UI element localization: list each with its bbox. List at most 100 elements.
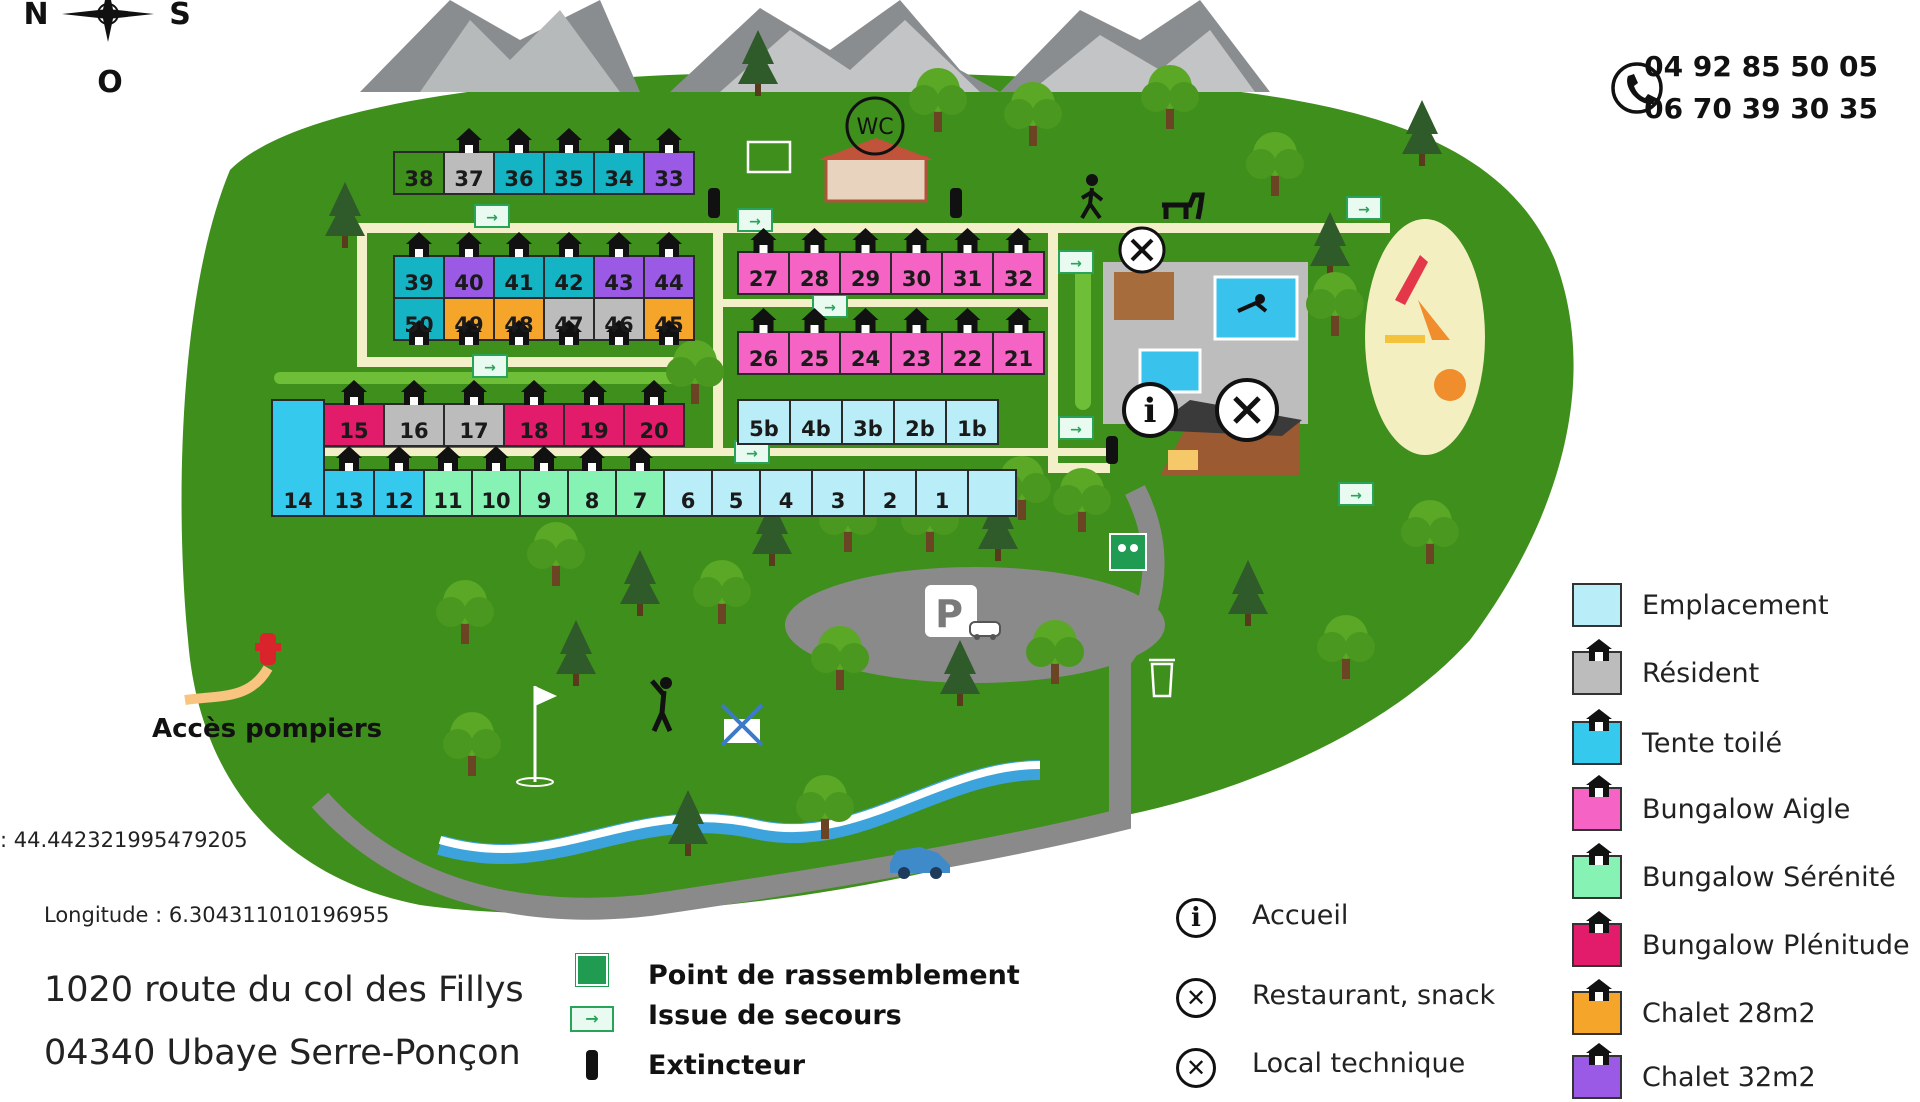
lot-15: 15 [323, 380, 385, 447]
lot-13: 13 [323, 446, 375, 517]
assembly-point-icon [1109, 533, 1147, 571]
svg-text:4b: 4b [801, 417, 831, 441]
svg-text:9: 9 [537, 489, 552, 513]
legend-item-0: Emplacement [1572, 580, 1829, 630]
lot-30: 30 [890, 228, 943, 295]
assembly-point-icon [575, 953, 609, 987]
car-icon [969, 621, 1001, 640]
mountains [360, 0, 1270, 92]
legend-label: Bungalow Aigle [1642, 793, 1851, 825]
golfer-icon [650, 677, 673, 733]
lot-41: 41 [493, 232, 545, 299]
lot-19: 19 [563, 380, 625, 447]
svg-text:11: 11 [433, 489, 462, 513]
svg-text:P: P [935, 592, 963, 636]
legend-item-7: Chalet 32m2 [1572, 1043, 1816, 1102]
lot-48: 48 [493, 297, 545, 345]
tent-icon [1586, 709, 1612, 731]
lot-6: 6 [663, 469, 713, 517]
car-icon [890, 847, 950, 879]
svg-text:3b: 3b [853, 417, 883, 441]
svg-text:47: 47 [554, 313, 583, 337]
lot-2: 2 [863, 469, 917, 517]
svg-text:36: 36 [504, 167, 533, 191]
lot-1: 1 [915, 469, 969, 517]
house-icon [1586, 979, 1612, 1001]
svg-text:6: 6 [681, 489, 696, 513]
lot-32: 32 [992, 228, 1045, 295]
parking-icon: P [925, 585, 977, 637]
legend-label: Résident [1642, 657, 1760, 689]
svg-text:5: 5 [729, 489, 744, 513]
lot-40: 40 [443, 232, 495, 299]
svg-text:23: 23 [902, 347, 931, 371]
svg-text:45: 45 [654, 313, 683, 337]
svg-text:5b: 5b [749, 417, 779, 441]
lot- [967, 469, 1017, 517]
legend-technical-room: Local technique [1252, 1048, 1466, 1079]
lot-25: 25 [788, 308, 841, 375]
latitude-text: : 44.442321995479205 [0, 828, 248, 852]
svg-text:27: 27 [749, 267, 778, 291]
house-icon [1586, 911, 1612, 933]
lot-8: 8 [567, 446, 617, 517]
compass-north: N [23, 0, 48, 32]
svg-text:i: i [1144, 391, 1157, 431]
lot-46: 46 [593, 297, 645, 345]
compass-south: S [169, 0, 191, 32]
legend-swatch [1572, 583, 1622, 627]
svg-text:13: 13 [334, 489, 363, 513]
legend-assembly-point: Point de rassemblement [648, 960, 1020, 991]
paths [286, 223, 1390, 473]
lot-5: 5 [711, 469, 761, 517]
svg-text:16: 16 [399, 419, 428, 443]
svg-text:44: 44 [654, 271, 683, 295]
lot-5b: 5b [737, 399, 791, 445]
legend-item-4: Bungalow Sérénité [1572, 843, 1896, 902]
lot-22: 22 [941, 308, 994, 375]
svg-text:10: 10 [481, 489, 510, 513]
emergency-exit-icon: → [570, 1006, 614, 1032]
fire-hydrant-icon [255, 633, 281, 665]
svg-text:15: 15 [339, 419, 368, 443]
house-icon [1586, 1043, 1612, 1065]
legend-reception: Accueil [1252, 900, 1349, 931]
svg-text:12: 12 [384, 489, 413, 513]
legend-extinguisher: Extincteur [648, 1050, 806, 1081]
svg-text:28: 28 [800, 267, 829, 291]
lot-24: 24 [839, 308, 892, 375]
svg-text:25: 25 [800, 347, 829, 371]
svg-text:33: 33 [654, 167, 683, 191]
svg-text:35: 35 [554, 167, 583, 191]
address-line-2: 04340 Ubaye Serre-Ponçon [44, 1033, 521, 1073]
lot-3b: 3b [841, 399, 895, 445]
svg-text:43: 43 [604, 271, 633, 295]
svg-text:50: 50 [404, 313, 433, 337]
svg-text:17: 17 [459, 419, 488, 443]
legend-item-3: Bungalow Aigle [1572, 775, 1851, 834]
wc-icon [845, 96, 905, 156]
svg-text:14: 14 [283, 489, 312, 513]
lot-35: 35 [543, 128, 595, 195]
lot-33: 33 [643, 128, 695, 195]
lot-29: 29 [839, 228, 892, 295]
svg-text:19: 19 [579, 419, 608, 443]
tools-icon: ✕ [1176, 1048, 1216, 1088]
pool-cabin [1114, 272, 1174, 320]
svg-text:20: 20 [639, 419, 668, 443]
fire-access-route [184, 665, 273, 705]
compass-west: O [97, 65, 123, 100]
lot-50: 50 [393, 297, 445, 345]
legend-item-5: Bungalow Plénitude [1572, 911, 1910, 970]
house-icon [1586, 775, 1612, 797]
legend-label: Bungalow Plénitude [1642, 929, 1910, 961]
lot-42: 42 [543, 232, 595, 299]
lot-49: 49 [443, 297, 495, 345]
legend-swatch [1572, 843, 1622, 899]
house-icon [1586, 639, 1612, 661]
svg-text:41: 41 [504, 271, 533, 295]
svg-text:2b: 2b [905, 417, 935, 441]
svg-text:8: 8 [585, 489, 600, 513]
